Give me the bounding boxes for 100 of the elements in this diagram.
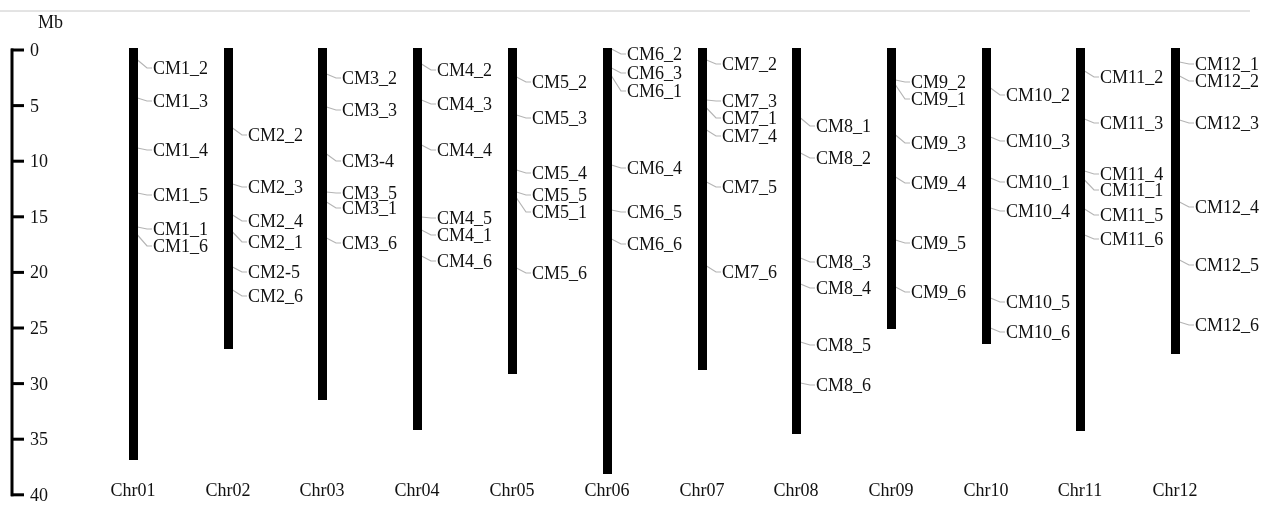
leader-line — [610, 238, 627, 245]
gene-label: CM2_6 — [248, 288, 303, 304]
gene-label: CM7_3 — [722, 93, 777, 109]
gene-label: CM12_5 — [1195, 257, 1259, 273]
gene-label: CM10_3 — [1006, 133, 1070, 149]
chromosome-bar — [886, 48, 896, 329]
chromosome-bar — [507, 48, 517, 374]
gene-label: CM9_5 — [911, 235, 966, 251]
gene-label: CM7_1 — [722, 110, 777, 126]
chromosome-bar — [128, 48, 138, 460]
leader-line — [231, 183, 248, 188]
chromosome-label: Chr01 — [110, 481, 156, 499]
leader-line — [136, 59, 153, 69]
leader-line — [515, 169, 532, 174]
gene-label: CM3-4 — [342, 153, 394, 169]
chromosome-bar — [791, 48, 801, 434]
leader-line — [610, 164, 627, 169]
leader-line — [231, 289, 248, 297]
gene-label: CM1_2 — [153, 60, 208, 76]
leader-line — [136, 226, 153, 230]
chromosome-label: Chr11 — [1057, 481, 1103, 499]
leader-line — [705, 99, 722, 102]
axis-unit-label: Mb — [38, 13, 63, 31]
axis-tick-label: 0 — [30, 41, 39, 59]
gene-label: CM12_6 — [1195, 317, 1259, 333]
axis-tick-label: 5 — [30, 96, 39, 115]
gene-label: CM10_5 — [1006, 294, 1070, 310]
chromosome-label: Chr07 — [679, 481, 725, 499]
chromosome-label: Chr06 — [584, 481, 630, 499]
leader-line — [610, 48, 627, 55]
leader-line — [989, 136, 1006, 142]
leader-line — [894, 176, 911, 184]
gene-label: CM3_1 — [342, 200, 397, 216]
gene-label: CM4_4 — [437, 142, 492, 158]
leader-line — [420, 255, 437, 262]
leader-line — [1083, 70, 1100, 78]
leader-line — [420, 144, 437, 151]
gene-label: CM5_3 — [532, 110, 587, 126]
leader-line — [705, 265, 722, 273]
chromosome-bar — [1075, 48, 1085, 431]
gene-label: CM4_1 — [437, 227, 492, 243]
leader-line — [705, 129, 722, 137]
leader-line — [515, 267, 532, 274]
gene-label: CM4_5 — [437, 210, 492, 226]
chromosome-bar — [981, 48, 991, 344]
gene-label: CM10_2 — [1006, 87, 1070, 103]
gene-label: CM3_2 — [342, 70, 397, 86]
gene-label: CM9_6 — [911, 284, 966, 300]
leader-line — [705, 107, 722, 119]
leader-line — [136, 147, 153, 151]
axis-tick-label: 15 — [30, 207, 48, 226]
leader-line — [1083, 118, 1100, 124]
gene-label: CM11_1 — [1100, 182, 1164, 198]
axis-tick-label: 40 — [30, 485, 48, 504]
leader-line — [1083, 208, 1100, 216]
leader-line — [325, 191, 342, 194]
leader-line — [799, 257, 816, 263]
gene-label: CM6_3 — [627, 65, 682, 81]
gene-label: CM2_4 — [248, 213, 303, 229]
leader-line — [515, 197, 532, 213]
leader-line — [325, 201, 342, 209]
gene-label: CM10_4 — [1006, 203, 1070, 219]
chromosome-label: Chr12 — [1152, 481, 1198, 499]
leader-line — [894, 79, 911, 83]
chromosome-label: Chr10 — [963, 481, 1009, 499]
chromosome-label: Chr09 — [868, 481, 914, 499]
chromosome-label: Chr08 — [773, 481, 819, 499]
leader-line — [231, 266, 248, 273]
leader-line — [1178, 61, 1195, 65]
leader-line — [989, 87, 1006, 96]
leader-line — [894, 239, 911, 244]
gene-label: CM8_3 — [816, 254, 871, 270]
axis-tick-label: 35 — [30, 430, 48, 449]
gene-label: CM1_4 — [153, 142, 208, 158]
leader-line — [515, 191, 532, 196]
gene-label: CM1_5 — [153, 187, 208, 203]
gene-label: CM10_6 — [1006, 324, 1070, 340]
gene-label: CM6_5 — [627, 204, 682, 220]
chromosome-label: Chr03 — [299, 481, 345, 499]
axis-tick-label: 10 — [30, 152, 48, 171]
leader-line — [705, 181, 722, 188]
leader-line — [515, 114, 532, 119]
leader-line — [420, 229, 437, 236]
leader-line — [325, 106, 342, 111]
gene-label: CM7_5 — [722, 179, 777, 195]
gene-label: CM8_6 — [816, 377, 871, 393]
gene-label: CM2_3 — [248, 179, 303, 195]
leader-line — [1083, 179, 1100, 191]
leader-line — [420, 63, 437, 71]
gene-label: CM7_4 — [722, 128, 777, 144]
leader-line — [325, 73, 342, 79]
leader-line — [989, 297, 1006, 303]
gene-label: CM9_1 — [911, 91, 966, 107]
leader-line — [989, 207, 1006, 212]
gene-label: CM11_5 — [1100, 207, 1164, 223]
gene-label: CM6_6 — [627, 236, 682, 252]
leader-line — [1083, 234, 1100, 240]
leader-line — [894, 134, 911, 144]
chromosome-bar — [317, 48, 327, 400]
leader-line — [610, 67, 627, 74]
